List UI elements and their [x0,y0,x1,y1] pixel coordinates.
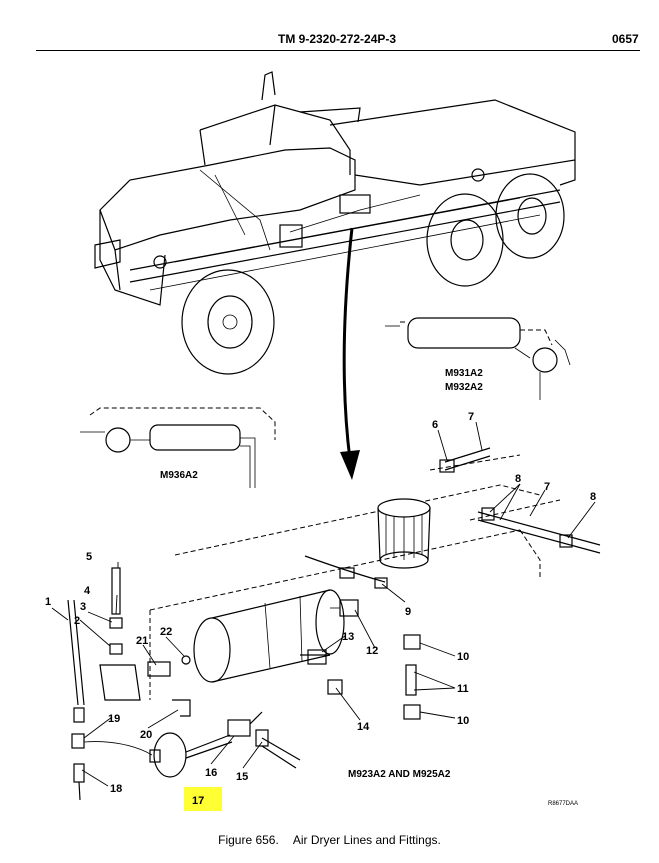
callout-13: 13 [342,631,354,643]
document-number: TM 9-2320-272-24P-3 [278,32,397,46]
figure-number: Figure 656. [218,833,279,847]
figure-title: Air Dryer Lines and Fittings. [292,833,441,847]
variant-label-m931a2: M931A2 [445,368,483,379]
figure-caption: Figure 656. Air Dryer Lines and Fittings. [0,833,659,847]
page-number: 0657 [612,32,639,46]
inset-m931a2-m932a2 [385,317,571,400]
callout-15: 15 [236,771,248,783]
callout-14: 14 [357,721,370,733]
inset-m936a2 [80,407,276,488]
callout-21: 21 [136,635,148,647]
variant-label-m923a2-m925a2: M923A2 AND M925A2 [348,769,451,780]
callout-3: 3 [80,601,86,613]
truck-illustration [94,71,576,375]
callout-labels: 1 2 3 4 5 6 7 7 8 8 9 10 10 11 12 13 14 … [45,411,596,807]
callout-18: 18 [110,783,122,795]
variant-label-m936a2: M936A2 [160,470,198,481]
callout-6: 6 [432,419,438,431]
artwork-id: R8677DAA [548,801,578,807]
callout-8a: 8 [515,473,521,485]
air-tank [193,589,345,683]
callout-10a: 10 [457,651,469,663]
callout-highlight [184,787,222,811]
lines-and-fittings [67,447,601,801]
air-dryer-canister [377,498,431,569]
callout-8b: 8 [590,491,596,503]
callout-4: 4 [84,585,91,597]
variant-label-m932a2: M932A2 [445,382,483,393]
leader-lines [51,421,596,787]
callout-2: 2 [74,615,80,627]
callout-11: 11 [457,683,469,695]
callout-7b: 7 [544,481,550,493]
callout-16: 16 [205,767,217,779]
callout-7a: 7 [468,411,474,423]
callout-10b: 10 [457,715,469,727]
callout-12: 12 [366,645,378,657]
header-rule [36,50,640,51]
callout-20: 20 [140,729,152,741]
callout-1: 1 [45,596,51,608]
callout-22: 22 [160,626,172,638]
callout-19: 19 [108,713,120,725]
locator-arrow [340,227,360,480]
callout-17: 17 [192,795,204,807]
callout-5: 5 [86,551,92,563]
callout-9: 9 [405,606,411,618]
